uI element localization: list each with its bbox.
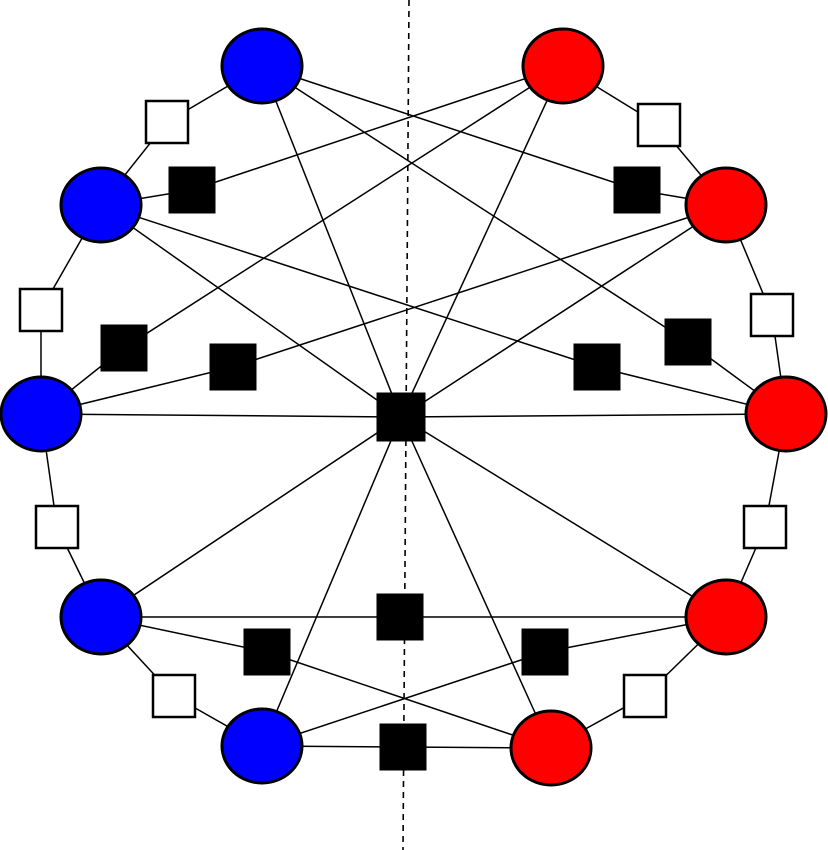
variable-nodes-layer — [0, 27, 828, 787]
red-variable-node — [521, 27, 605, 105]
blue-variable-node — [220, 27, 304, 105]
red-variable-node — [509, 709, 593, 787]
filled-factor-square — [664, 318, 712, 366]
factor-edge — [232, 204, 727, 368]
blue-variable-node — [220, 707, 304, 785]
factor-nodes-layer — [18, 99, 795, 771]
factor-edge — [261, 416, 402, 747]
factor-edges-layer — [40, 65, 787, 749]
filled-factor-square — [243, 628, 291, 676]
factor-edge — [40, 413, 402, 418]
filled-factor-square — [376, 593, 424, 641]
red-variable-node — [744, 375, 828, 453]
filled-factor-square — [613, 166, 661, 214]
open-factor-square — [742, 504, 788, 550]
factor-edge — [191, 65, 564, 191]
filled-factor-square — [521, 628, 569, 676]
factor-edge — [266, 651, 552, 749]
filled-factor-square — [168, 166, 216, 214]
filled-factor-square — [379, 723, 427, 771]
red-variable-node — [684, 578, 768, 656]
symmetry-axis — [402, 0, 410, 850]
factor-edge — [123, 65, 564, 349]
red-variable-node — [684, 166, 768, 244]
filled-factor-square — [100, 324, 148, 372]
factor-edge — [400, 204, 727, 418]
open-factor-square — [636, 102, 682, 148]
factor-edge — [261, 65, 689, 343]
central-factor-square — [376, 392, 426, 442]
factor-edge — [400, 413, 787, 418]
open-factor-square — [144, 99, 190, 145]
open-factor-square — [34, 504, 80, 550]
open-factor-square — [18, 287, 64, 333]
factor-edge — [100, 204, 598, 368]
factor-edge — [400, 416, 552, 749]
factor-edge — [100, 416, 402, 618]
factor-edge — [261, 65, 638, 191]
factor-edge — [261, 65, 402, 418]
factor-edge — [261, 651, 546, 747]
filled-factor-square — [209, 343, 257, 391]
factor-edge — [400, 65, 564, 418]
blue-variable-node — [0, 375, 83, 453]
open-factor-square — [151, 673, 197, 719]
filled-factor-square — [573, 343, 621, 391]
symmetry-axis-layer — [402, 0, 410, 850]
blue-variable-node — [59, 166, 143, 244]
blue-variable-node — [59, 578, 143, 656]
open-factor-square — [622, 673, 668, 719]
factor-edge — [100, 204, 402, 418]
open-factor-square — [749, 292, 795, 338]
factor-edge — [400, 416, 727, 618]
